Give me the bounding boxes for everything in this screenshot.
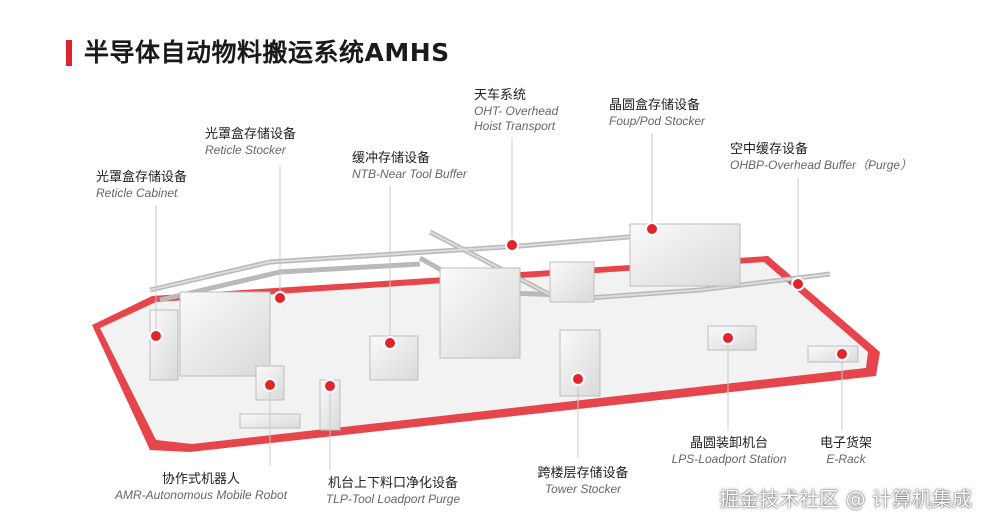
label-tower-en: Tower Stocker	[544, 482, 622, 497]
label-oht-en2: Hoist Transport	[474, 119, 556, 134]
label-erack-en: E-Rack	[826, 452, 866, 467]
label-lps-zh: 晶圆装卸机台	[689, 436, 768, 451]
label-amr: 协作式机器人 AMR-Autonomous Mobile Robot	[115, 472, 287, 503]
leader-lines	[155, 133, 843, 470]
label-amr-zh: 协作式机器人	[161, 472, 241, 487]
label-ntb: 缓冲存储设备 NTB-Near Tool Buffer	[352, 151, 467, 182]
marker-tower	[571, 372, 585, 386]
label-tlp-en: TLP-Tool Loadport Purge	[325, 492, 461, 507]
tower-stocker-unit	[559, 329, 601, 397]
page-title: 半导体自动物料搬运系统AMHS	[84, 38, 450, 67]
title-accent-bar	[66, 40, 72, 66]
marker-ntb	[383, 336, 397, 350]
marker-foup	[645, 222, 659, 236]
label-tower-zh: 跨楼层存储设备	[537, 466, 629, 481]
marker-amr	[263, 378, 277, 392]
marker-reticle-stocker	[273, 291, 287, 305]
label-reticle-stocker: 光罩盒存储设备 Reticle Stocker	[205, 127, 296, 158]
label-tlp: 机台上下料口净化设备 TLP-Tool Loadport Purge	[326, 476, 460, 507]
label-tlp-zh: 机台上下料口净化设备	[327, 476, 458, 491]
watermark: 掘金技术社区 @ 计算机集成	[719, 487, 972, 511]
label-ntb-zh: 缓冲存储设备	[352, 151, 431, 166]
marker-ohbp	[791, 277, 805, 291]
reticle-stocker-unit	[179, 291, 271, 377]
label-ohbp-zh: 空中缓存设备	[730, 142, 809, 157]
marker-oht	[505, 238, 519, 252]
center-tool	[439, 267, 521, 359]
label-reticle-stocker-en: Reticle Stocker	[205, 143, 286, 158]
erack-unit	[807, 345, 859, 363]
label-foup-zh: 晶圆盒存储设备	[609, 98, 701, 113]
marker-reticle-cabinet	[149, 329, 163, 343]
process-tool	[549, 261, 595, 303]
label-foup: 晶圆盒存储设备 Foup/Pod Stocker	[609, 98, 705, 129]
equipment-blocks	[149, 223, 859, 431]
markers	[149, 222, 849, 393]
marker-tlp	[323, 379, 337, 393]
label-ohbp-en: OHBP-Overhead Buffer（Purge）	[730, 158, 913, 173]
label-ntb-en: NTB-Near Tool Buffer	[352, 167, 467, 182]
label-oht: 天车系统 OHT- Overhead Hoist Transport	[474, 88, 558, 134]
label-reticle-stocker-zh: 光罩盒存储设备	[205, 127, 297, 142]
label-ohbp: 空中缓存设备 OHBP-Overhead Buffer（Purge）	[730, 142, 912, 173]
label-oht-zh: 天车系统	[474, 88, 527, 103]
label-amr-en: AMR-Autonomous Mobile Robot	[114, 488, 288, 503]
marker-lps	[721, 331, 735, 345]
label-erack: 电子货架 E-Rack	[820, 436, 872, 467]
overhead-rails-inner	[149, 231, 831, 302]
label-reticle-cabinet: 光罩盒存储设备 Reticle Cabinet	[96, 170, 187, 201]
label-reticle-cabinet-zh: 光罩盒存储设备	[96, 170, 188, 185]
label-erack-zh: 电子货架	[819, 436, 873, 451]
marker-erack	[835, 347, 849, 361]
label-tower: 跨楼层存储设备 Tower Stocker	[537, 466, 628, 497]
label-reticle-cabinet-en: Reticle Cabinet	[96, 186, 178, 201]
label-lps-en: LPS-Loadport Station	[671, 452, 787, 467]
label-foup-en: Foup/Pod Stocker	[609, 114, 706, 129]
label-oht-en1: OHT- Overhead	[474, 104, 559, 119]
reticle-cabinet-unit	[149, 309, 179, 381]
label-lps: 晶圆装卸机台 LPS-Loadport Station	[672, 436, 787, 467]
